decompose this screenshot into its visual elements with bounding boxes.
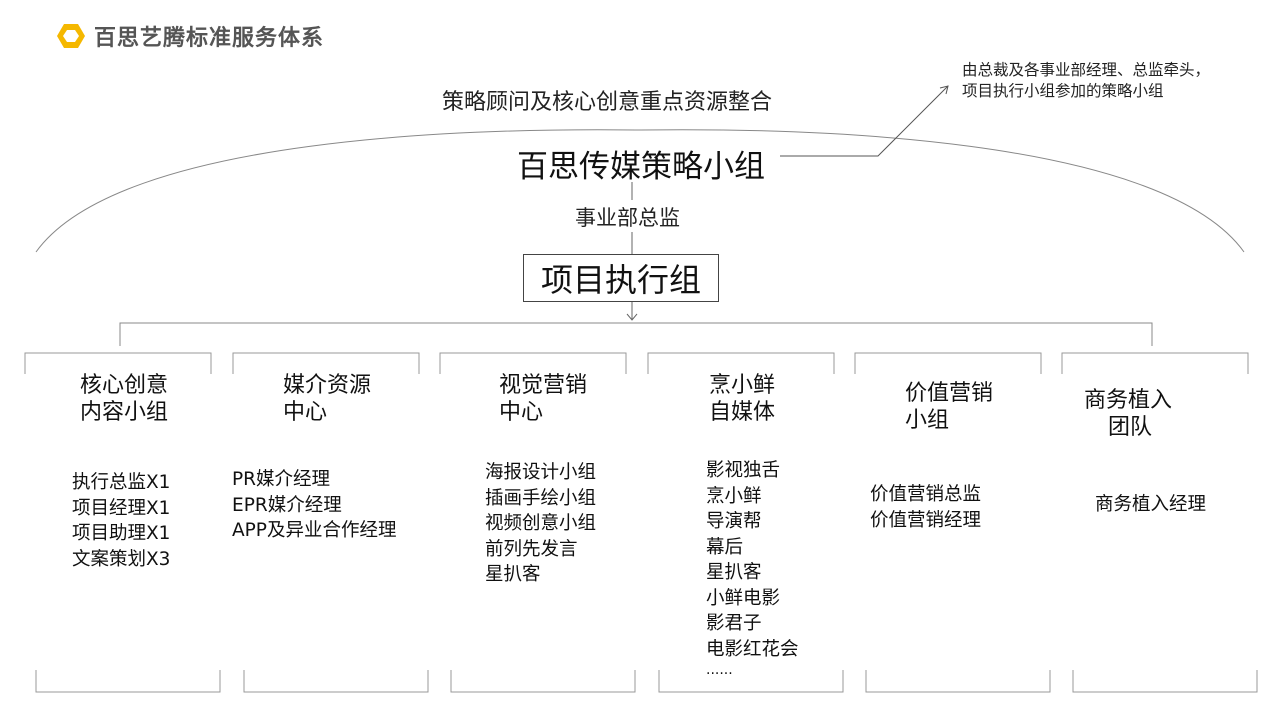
department-title-line: 媒介资源 bbox=[283, 373, 372, 398]
member-more-ellipsis: ...... bbox=[706, 662, 733, 678]
department-title-line: 价值营销 bbox=[905, 381, 994, 406]
strategy-group-title: 百思传媒策略小组 bbox=[517, 149, 765, 185]
member-item: APP及异业合作经理 bbox=[232, 520, 397, 541]
department-title: 烹小鲜自媒体 bbox=[709, 372, 775, 426]
column-top-bracket bbox=[854, 352, 1042, 374]
department-title-line: 商务植入 bbox=[1084, 388, 1173, 413]
exec-group-label: 项目执行组 bbox=[540, 261, 701, 299]
annotation-line: 由总裁及各事业部经理、总监牵头， bbox=[962, 61, 1211, 79]
member-item: 商务植入经理 bbox=[1095, 494, 1207, 515]
department-members: 影视独舌烹小鲜导演帮幕后星扒客小鲜电影影君子电影红花会...... bbox=[706, 458, 799, 678]
member-item: PR媒介经理 bbox=[232, 469, 331, 490]
member-item: 执行总监X1 bbox=[72, 472, 171, 493]
department-title-line: 中心 bbox=[283, 400, 328, 425]
column-bottom-bracket bbox=[1072, 670, 1258, 693]
member-item: 影视独舌 bbox=[706, 460, 781, 481]
department-title-line: 小组 bbox=[905, 408, 950, 433]
member-item: 插画手绘小组 bbox=[485, 487, 597, 509]
department-title: 价值营销小组 bbox=[905, 380, 993, 434]
member-item: 价值营销总监 bbox=[870, 484, 982, 505]
member-item: 幕后 bbox=[706, 536, 744, 558]
annotation-pointer-line bbox=[780, 85, 949, 157]
column-top-bracket bbox=[647, 352, 835, 374]
column-top-bracket bbox=[24, 352, 212, 374]
department-members: 价值营销总监价值营销经理 bbox=[870, 482, 981, 533]
strategy-scope-arc bbox=[35, 129, 1245, 253]
department-members: PR媒介经理 EPR媒介经理 APP及异业合作经理 bbox=[232, 467, 396, 544]
header-title: 百思艺腾标准服务体系 bbox=[94, 26, 325, 51]
department-title: 核心创意内容小组 bbox=[80, 372, 168, 426]
department-title-line: 核心创意 bbox=[80, 373, 169, 398]
department-members: 海报设计小组插画手绘小组视频创意小组前列先发言星扒客 bbox=[485, 460, 596, 588]
division-director-label: 事业部总监 bbox=[575, 206, 680, 230]
strategy-subtitle: 策略顾问及核心创意重点资源整合 bbox=[442, 90, 773, 115]
member-item: 价值营销经理 bbox=[870, 509, 982, 531]
column-top-bracket bbox=[232, 352, 420, 374]
member-item: 前列先发言 bbox=[485, 538, 578, 560]
member-item: 项目助理X1 bbox=[72, 523, 171, 544]
department-title-line: 自媒体 bbox=[709, 400, 776, 425]
exec-down-arrowhead bbox=[626, 313, 638, 321]
department-title-line: 内容小组 bbox=[80, 400, 169, 425]
column-bottom-bracket bbox=[658, 670, 844, 693]
department-title: 媒介资源中心 bbox=[283, 372, 371, 426]
column-bottom-bracket bbox=[243, 670, 429, 693]
annotation-line: 项目执行小组参加的策略小组 bbox=[962, 82, 1164, 100]
exec-group-box: 项目执行组 bbox=[523, 254, 719, 302]
department-title-line: 团队 bbox=[1108, 415, 1153, 440]
hexagon-logo-icon bbox=[57, 24, 85, 48]
member-item: 项目经理X1 bbox=[72, 497, 171, 519]
page-header: 百思艺腾标准服务体系 bbox=[56, 20, 324, 52]
department-members: 商务植入经理 bbox=[1095, 492, 1206, 518]
member-item: 烹小鲜 bbox=[706, 485, 762, 507]
department-title-line: 视觉营销 bbox=[499, 373, 588, 398]
department-column-brackets bbox=[24, 352, 1258, 693]
annotation-note: 由总裁及各事业部经理、总监牵头， 项目执行小组参加的策略小组 bbox=[962, 60, 1210, 102]
department-members: 执行总监X1 项目经理X1 项目助理X1 文案策划X3 bbox=[72, 470, 170, 572]
column-top-bracket bbox=[439, 352, 627, 374]
column-bottom-bracket bbox=[865, 670, 1051, 693]
member-item: 海报设计小组 bbox=[485, 462, 597, 483]
department-title-line: 烹小鲜 bbox=[709, 373, 776, 398]
member-item: EPR媒介经理 bbox=[232, 494, 342, 516]
column-bottom-bracket bbox=[35, 670, 221, 693]
member-item: 文案策划X3 bbox=[72, 548, 171, 570]
annotation-arrowhead bbox=[939, 85, 949, 95]
column-top-bracket bbox=[1061, 352, 1249, 374]
member-item: 星扒客 bbox=[485, 564, 541, 585]
member-item: 小鲜电影 bbox=[706, 587, 781, 609]
member-item: 电影红花会 bbox=[706, 638, 799, 660]
member-item: 影君子 bbox=[706, 613, 762, 634]
member-item: 导演帮 bbox=[706, 511, 762, 532]
department-title: 商务植入团队 bbox=[1084, 387, 1172, 441]
departments-bracket bbox=[119, 322, 1153, 346]
member-item: 视频创意小组 bbox=[485, 513, 597, 534]
member-item: 星扒客 bbox=[706, 562, 762, 583]
department-title: 视觉营销中心 bbox=[499, 372, 587, 426]
department-title-line: 中心 bbox=[499, 400, 544, 425]
column-bottom-bracket bbox=[450, 670, 636, 693]
